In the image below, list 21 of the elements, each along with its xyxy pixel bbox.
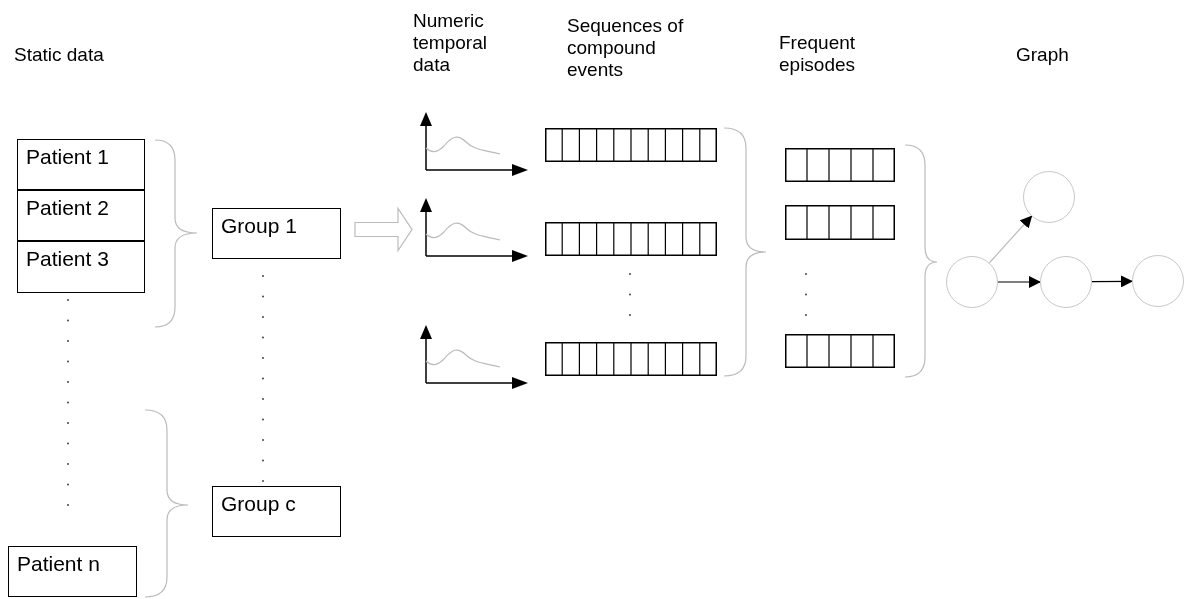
arrow	[1091, 275, 1133, 288]
label-box: Patient n	[8, 546, 137, 597]
arrow	[988, 215, 1033, 264]
label-box: Patient 3	[17, 241, 145, 293]
cell-strip	[545, 222, 717, 256]
label-box: Group 1	[212, 208, 341, 259]
column-heading: Sequences of compound events	[567, 15, 685, 81]
cell-strip	[545, 342, 717, 376]
block-arrow	[354, 206, 413, 253]
column-heading: Graph	[1016, 44, 1070, 66]
cell-strip	[785, 148, 895, 182]
cell-strip	[785, 205, 895, 240]
column-heading: Numeric temporal data	[413, 10, 488, 76]
column-heading: Static data	[14, 44, 105, 66]
cell-strip	[545, 128, 717, 162]
column-heading: Frequent episodes	[779, 32, 857, 76]
label-box: Patient 2	[17, 190, 145, 241]
label-box: Group c	[212, 486, 341, 537]
arrow	[997, 276, 1041, 288]
cell-strip	[785, 334, 895, 368]
label-box: Patient 1	[17, 139, 145, 190]
